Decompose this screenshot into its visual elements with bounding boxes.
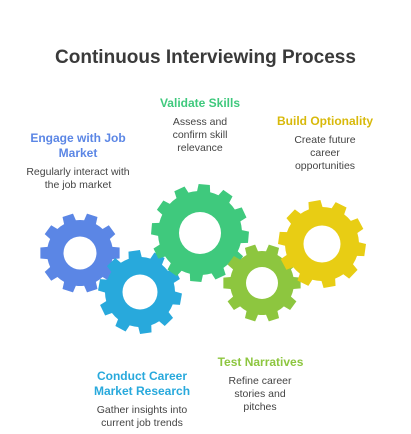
narratives-gear-icon xyxy=(223,244,301,322)
step-validate: Validate Skills Assess and confirm skill… xyxy=(150,96,250,155)
step-validate-heading: Validate Skills xyxy=(159,96,241,110)
optionality-gear-icon xyxy=(278,200,366,288)
step-optionality-desc: Create future career opportunities xyxy=(294,134,356,172)
validate-gear-icon xyxy=(151,184,249,282)
step-validate-desc: Assess and confirm skill relevance xyxy=(172,116,228,154)
step-engage-heading: Engage with Job Market xyxy=(30,131,126,160)
step-optionality-heading: Build Optionality xyxy=(277,114,373,128)
step-research-heading: Conduct Career Market Research xyxy=(93,369,191,398)
step-narratives: Test Narratives Refine career stories an… xyxy=(208,355,313,414)
step-engage: Engage with Job Market Regularly interac… xyxy=(18,131,138,192)
step-research-desc: Gather insights into current job trends xyxy=(96,404,188,429)
step-research: Conduct Career Market Research Gather in… xyxy=(87,369,197,430)
diagram-title: Continuous Interviewing Process xyxy=(55,47,356,68)
research-gear-icon xyxy=(98,250,182,334)
step-narratives-desc: Refine career stories and pitches xyxy=(228,375,292,413)
step-optionality: Build Optionality Create future career o… xyxy=(270,114,380,173)
step-engage-desc: Regularly interact with the job market xyxy=(26,166,130,191)
engage-gear-icon xyxy=(40,213,120,293)
step-narratives-heading: Test Narratives xyxy=(217,355,304,369)
